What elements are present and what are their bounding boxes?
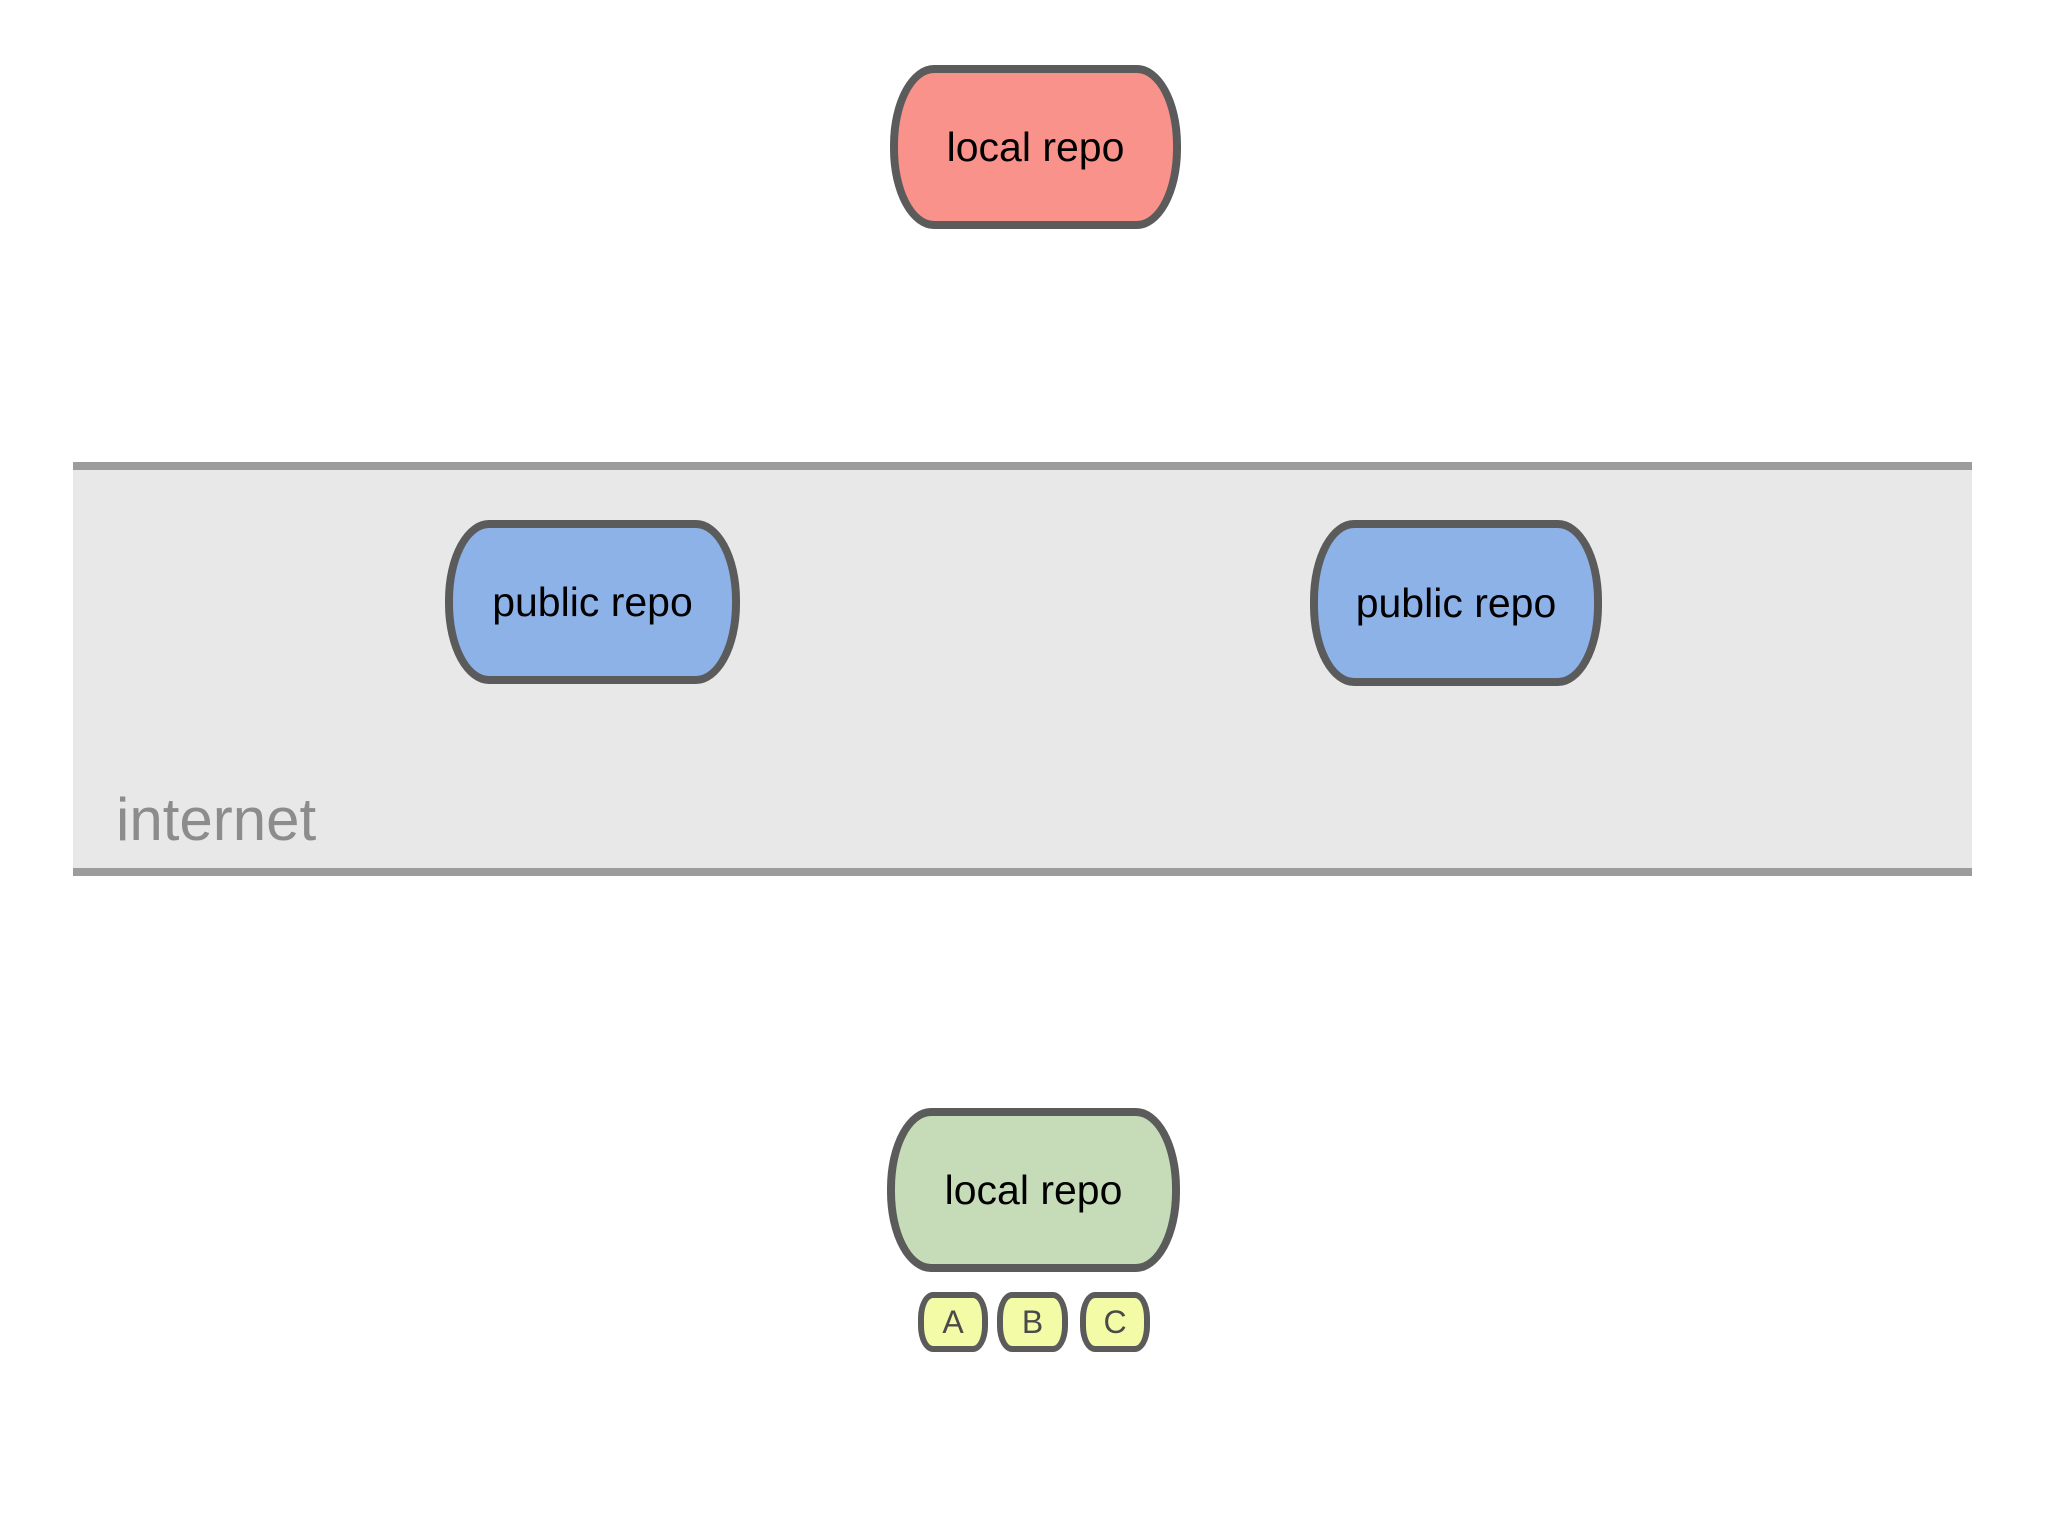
internet-band: internet [73,462,1972,876]
node-local-repo-bottom-label: local repo [944,1166,1123,1213]
node-public-repo-right-label: public repo [1355,579,1557,626]
node-public-repo-left-label: public repo [492,578,693,625]
branch-box-b-label: B [1021,1303,1044,1340]
node-local-repo-top-label: local repo [946,123,1125,170]
branch-box-b: B [997,1292,1068,1352]
branch-box-a: A [918,1292,988,1352]
branch-box-a-label: A [942,1303,964,1340]
branch-box-c-label: C [1103,1303,1127,1340]
internet-band-label: internet [116,786,317,853]
node-public-repo-right: public repo [1310,520,1602,686]
branch-box-c: C [1080,1292,1150,1352]
node-local-repo-top: local repo [890,65,1181,229]
node-local-repo-bottom: local repo [887,1108,1180,1272]
node-public-repo-left: public repo [445,520,740,684]
